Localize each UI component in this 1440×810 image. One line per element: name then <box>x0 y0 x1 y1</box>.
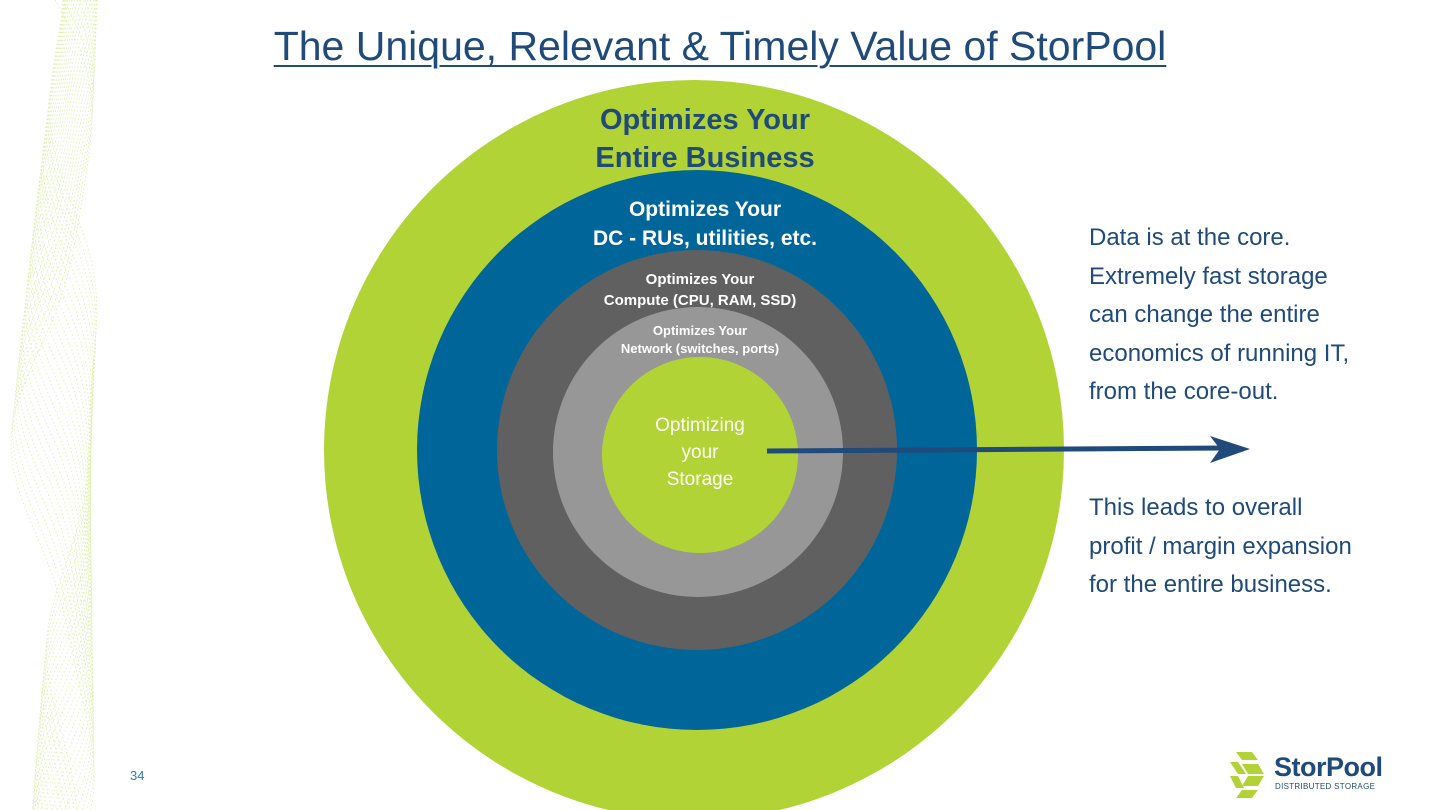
ring-label-line: Storage <box>600 466 800 493</box>
storpool-logo: StorPool DISTRIBUTED STORAGE <box>1228 748 1398 800</box>
page-number: 34 <box>130 768 144 783</box>
side-text-line: can change the entire <box>1089 296 1429 335</box>
logo-wordmark: StorPool <box>1274 752 1383 782</box>
side-paragraph-profit: This leads to overall profit / margin ex… <box>1089 489 1429 605</box>
ring-label-line: Optimizes Your <box>550 269 850 290</box>
side-text-line: profit / margin expansion <box>1089 528 1429 567</box>
side-text-line: from the core-out. <box>1089 373 1429 412</box>
ring-label-datacenter: Optimizes Your DC - RUs, utilities, etc. <box>505 195 905 253</box>
side-text-line: for the entire business. <box>1089 566 1429 605</box>
ring-label-line: Optimizing <box>600 412 800 439</box>
ring-label-line: Optimizes Your <box>505 101 905 139</box>
ring-label-line: Compute (CPU, RAM, SSD) <box>550 290 850 311</box>
side-text-line: This leads to overall <box>1089 489 1429 528</box>
side-paragraph-core: Data is at the core. Extremely fast stor… <box>1089 219 1429 412</box>
ring-label-line: Optimizes Your <box>550 322 850 340</box>
ring-label-line: Network (switches, ports) <box>550 340 850 358</box>
ring-label-storage: Optimizing your Storage <box>600 412 800 493</box>
ring-label-network: Optimizes Your Network (switches, ports) <box>550 322 850 358</box>
side-text-line: economics of running IT, <box>1089 335 1429 374</box>
ring-label-line: your <box>600 439 800 466</box>
logo-tagline: DISTRIBUTED STORAGE <box>1275 782 1375 792</box>
ring-label-compute: Optimizes Your Compute (CPU, RAM, SSD) <box>550 269 850 311</box>
storpool-logo-icon <box>1228 750 1272 800</box>
ring-label-line: Optimizes Your <box>505 195 905 224</box>
ring-label-line: DC - RUs, utilities, etc. <box>505 224 905 253</box>
ring-label-business: Optimizes Your Entire Business <box>505 101 905 177</box>
ring-label-line: Entire Business <box>505 139 905 177</box>
side-text-line: Extremely fast storage <box>1089 258 1429 297</box>
side-text-line: Data is at the core. <box>1089 219 1429 258</box>
